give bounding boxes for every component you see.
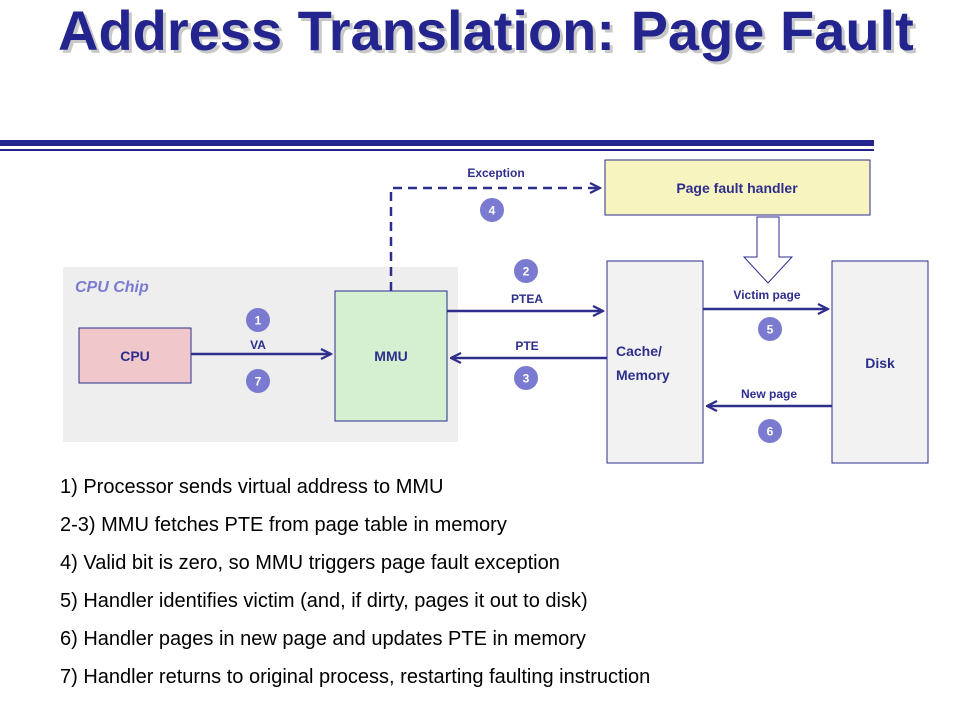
va-label: VA — [250, 338, 266, 352]
step-badge-1: 1 — [246, 308, 270, 332]
mmu-label: MMU — [374, 348, 407, 364]
slide-title: Address Translation: Page Fault — [58, 0, 914, 62]
page-fault-handler-box — [604, 159, 871, 216]
page-fault-diagram: CPU Chip CPU MMU Cache/ Memory Disk Page… — [63, 159, 929, 464]
cache-label-line2: Memory — [616, 367, 670, 383]
cache-label-line1: Cache/ — [616, 343, 662, 359]
step-badge-6-number: 6 — [767, 425, 774, 439]
disk-box — [831, 260, 929, 464]
step-badge-6: 6 — [758, 419, 782, 443]
exception-label: Exception — [467, 166, 524, 180]
step-badge-5: 5 — [758, 317, 782, 341]
exception-arrow — [389, 188, 600, 291]
step-list: 1) Processor sends virtual address to MM… — [60, 474, 650, 702]
step-item: 5) Handler identifies victim (and, if di… — [60, 590, 588, 612]
mmu-box — [334, 290, 448, 422]
ptea-label: PTEA — [511, 292, 543, 306]
step-badge-2-number: 2 — [523, 265, 530, 279]
step-badge-4-number: 4 — [489, 204, 496, 218]
step-badge-4: 4 — [480, 198, 504, 222]
title-underline — [0, 140, 874, 146]
step-item: 2-3) MMU fetches PTE from page table in … — [60, 514, 507, 536]
page-fault-handler-label: Page fault handler — [676, 180, 798, 196]
step-badge-2: 2 — [514, 259, 538, 283]
handler-down-arrow — [742, 216, 794, 284]
cache-memory-box — [606, 260, 704, 464]
step-badge-3: 3 — [514, 366, 538, 390]
cpu-label: CPU — [120, 348, 150, 364]
cpu-chip-label: CPU Chip — [75, 279, 149, 296]
step-item: 6) Handler pages in new page and updates… — [60, 628, 586, 650]
step-badge-7: 7 — [246, 369, 270, 393]
step-item: 1) Processor sends virtual address to MM… — [60, 476, 444, 498]
victim-page-label: Victim page — [733, 288, 800, 302]
cpu-box — [78, 327, 192, 384]
step-badge-1-number: 1 — [255, 314, 262, 328]
pte-label: PTE — [515, 339, 538, 353]
step-item: 7) Handler returns to original process, … — [60, 666, 651, 688]
step-badge-5-number: 5 — [767, 323, 774, 337]
new-page-label: New page — [741, 387, 797, 401]
step-badge-7-number: 7 — [255, 375, 262, 389]
step-item: 4) Valid bit is zero, so MMU triggers pa… — [60, 552, 560, 574]
step-badge-3-number: 3 — [523, 372, 530, 386]
title-underline-thin — [0, 149, 874, 151]
disk-label: Disk — [865, 355, 895, 371]
